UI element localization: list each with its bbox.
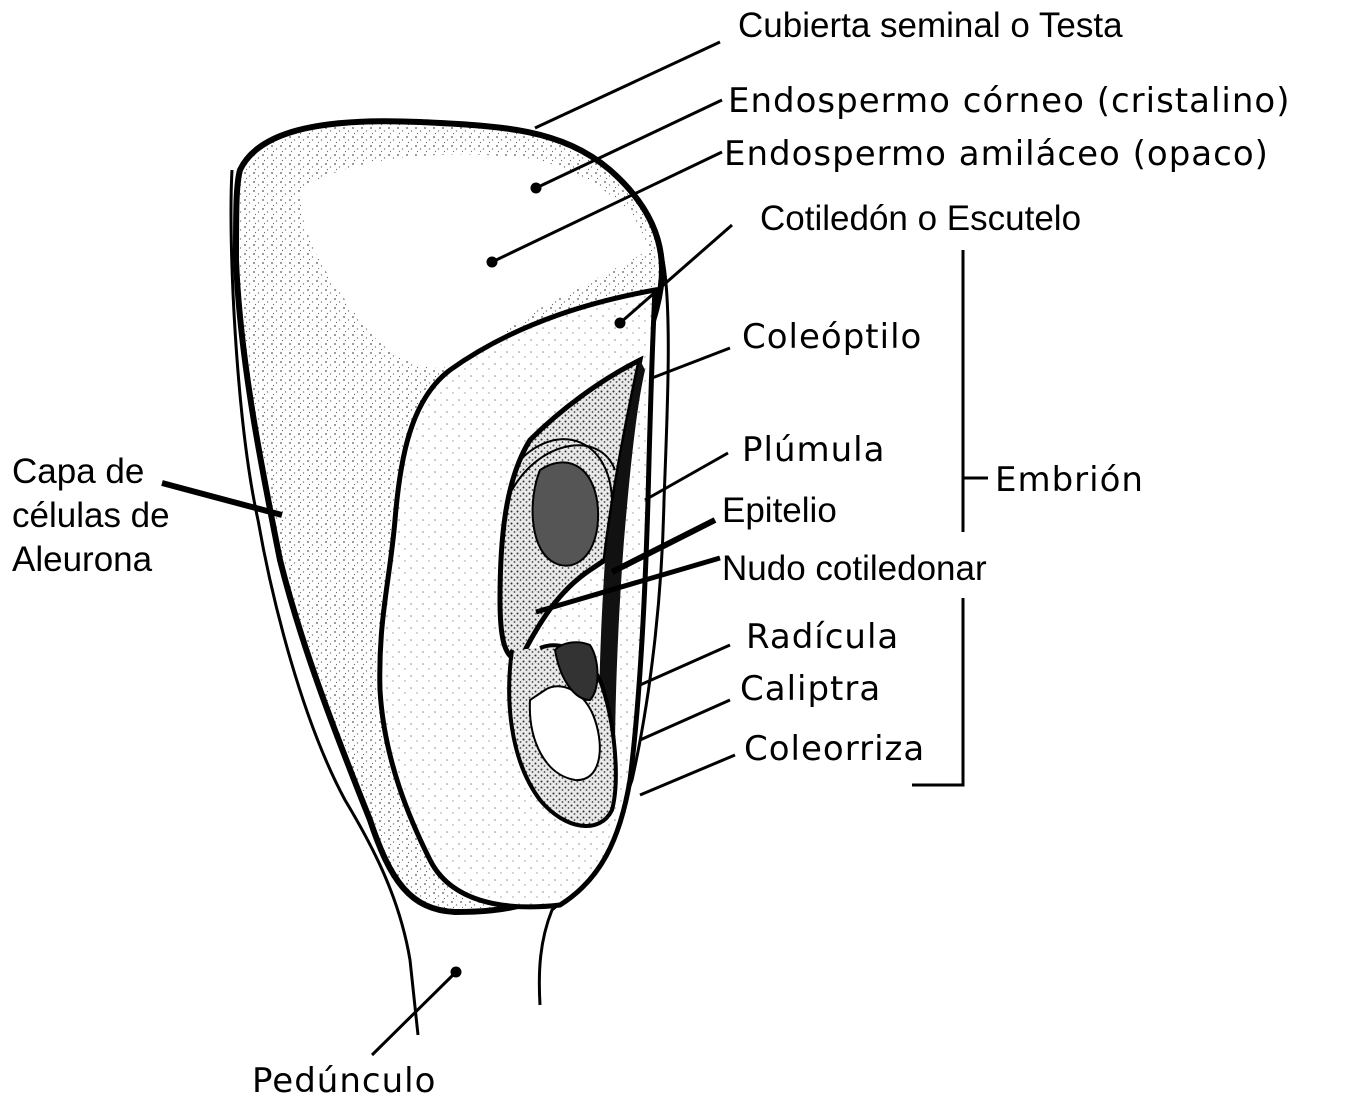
label-caliptra: Caliptra <box>740 669 881 709</box>
label-nudo: Nudo cotiledonar <box>722 549 987 588</box>
label-plumula: Plúmula <box>742 430 885 470</box>
label-coleorriza: Coleorriza <box>744 729 925 769</box>
plumula-folds <box>533 462 599 565</box>
label-aleurona-line3: Aleurona <box>12 540 153 579</box>
label-aleurona-line2: células de <box>12 496 170 535</box>
label-peduncle: Pedúnculo <box>252 1061 436 1101</box>
label-radicula: Radícula <box>746 617 899 657</box>
label-endospermo-corneo: Endospermo córneo (cristalino) <box>728 81 1290 121</box>
label-coleoptilo: Coleóptilo <box>742 317 922 357</box>
label-cotiledon: Cotiledón o Escutelo <box>760 199 1081 238</box>
label-endospermo-amilaceo: Endospermo amiláceo (opaco) <box>724 134 1269 174</box>
label-aleurona-line1: Capa de <box>12 452 144 491</box>
label-testa: Cubierta seminal o Testa <box>738 6 1123 45</box>
label-epitelio: Epitelio <box>722 491 837 530</box>
label-embrion: Embrión <box>995 460 1144 500</box>
